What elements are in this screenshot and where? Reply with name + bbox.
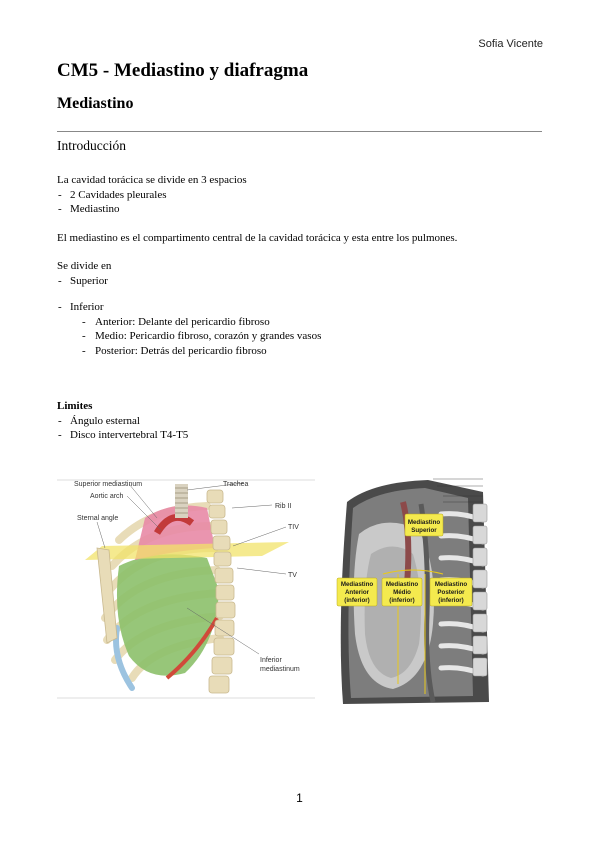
sublist-item: Anterior: Delante del pericardio fibroso — [57, 315, 547, 330]
list-item: 2 Cavidades pleurales — [57, 188, 547, 203]
tag-mediastino-superior: Mediastino Superior — [404, 513, 444, 537]
vertebral-column-shape — [206, 489, 236, 694]
section-title: Mediastino — [57, 95, 134, 112]
svg-text:(inferior): (inferior) — [438, 597, 463, 604]
limits-list: Ángulo esternal Disco intervertebral T4-… — [57, 414, 547, 443]
mediastinum-anatomy-figure: Mediastino Superior Mediastino Anterior … — [333, 474, 495, 706]
intro-list: 2 Cavidades pleurales Mediastino — [57, 188, 547, 217]
paragraph: El mediastino es el compartimento centra… — [57, 232, 458, 244]
tag-mediastino-medio: Mediastino Médio (inferior) — [381, 577, 423, 607]
svg-text:Mediastino: Mediastino — [435, 581, 468, 588]
inferior-sublist: Anterior: Delante del pericardio fibroso… — [57, 315, 547, 359]
list-item: Inferior — [57, 300, 547, 315]
sternal-plane-shape — [85, 542, 289, 560]
page-number: 1 — [296, 791, 303, 805]
svg-text:Posterior: Posterior — [437, 589, 465, 596]
header-author: Sofia Vicente — [478, 38, 543, 50]
limits-heading: Limites — [57, 400, 93, 412]
mediastinum-subdivision-figure: Superior mediastinum Trachea Aortic arch… — [57, 479, 315, 699]
svg-text:(inferior): (inferior) — [344, 597, 369, 604]
tag-mediastino-posterior: Mediastino Posterior (inferior) — [429, 577, 473, 607]
label-inferior: Inferior — [260, 657, 282, 664]
label-tiv: TIV — [288, 524, 299, 531]
list-item: Superior — [57, 274, 547, 289]
svg-text:Mediastino: Mediastino — [341, 581, 374, 588]
label-tv: TV — [288, 572, 297, 579]
division-block: Se divide en Superior — [57, 259, 547, 288]
label-trachea: Trachea — [223, 481, 249, 488]
tag-mediastino-anterior: Mediastino Anterior (inferior) — [336, 577, 378, 607]
label-sternal-angle: Sternal angle — [77, 515, 118, 522]
document-title: CM5 - Mediastino y diafragma — [57, 60, 309, 81]
sublist-item: Posterior: Detrás del pericardio fibroso — [57, 344, 547, 359]
intro-line: La cavidad torácica se divide en 3 espac… — [57, 174, 247, 186]
limits-block: Limites Ángulo esternal Disco interverte… — [57, 399, 547, 443]
list-item: Mediastino — [57, 202, 547, 217]
section-divider — [57, 131, 542, 132]
sublist-item: Medio: Pericardio fibroso, corazón y gra… — [57, 329, 547, 344]
division-list: Superior — [57, 274, 547, 289]
inferior-list: Inferior — [57, 300, 547, 315]
inferior-block: Inferior Anterior: Delante del pericardi… — [57, 300, 547, 358]
division-heading: Se divide en — [57, 260, 112, 272]
svg-text:Anterior: Anterior — [345, 589, 370, 596]
svg-text:(inferior): (inferior) — [389, 597, 414, 604]
svg-text:Médio: Médio — [393, 589, 411, 596]
list-item: Ángulo esternal — [57, 414, 547, 429]
label-inferior-mediastinum: mediastinum — [260, 666, 300, 673]
svg-text:Superior: Superior — [411, 527, 437, 534]
svg-text:Mediastino: Mediastino — [386, 581, 419, 588]
label-rib-ii: Rib II — [275, 503, 291, 510]
label-superior-mediastinum: Superior mediastinum — [74, 481, 142, 488]
inferior-mediastinum-shape — [116, 554, 219, 676]
list-item: Disco intervertebral T4-T5 — [57, 428, 547, 443]
subsection-title: Introducción — [57, 138, 126, 153]
svg-text:Mediastino: Mediastino — [408, 519, 441, 526]
label-aortic-arch: Aortic arch — [90, 493, 124, 500]
intro-block: La cavidad torácica se divide en 3 espac… — [57, 173, 547, 217]
trachea-shape — [175, 484, 188, 518]
